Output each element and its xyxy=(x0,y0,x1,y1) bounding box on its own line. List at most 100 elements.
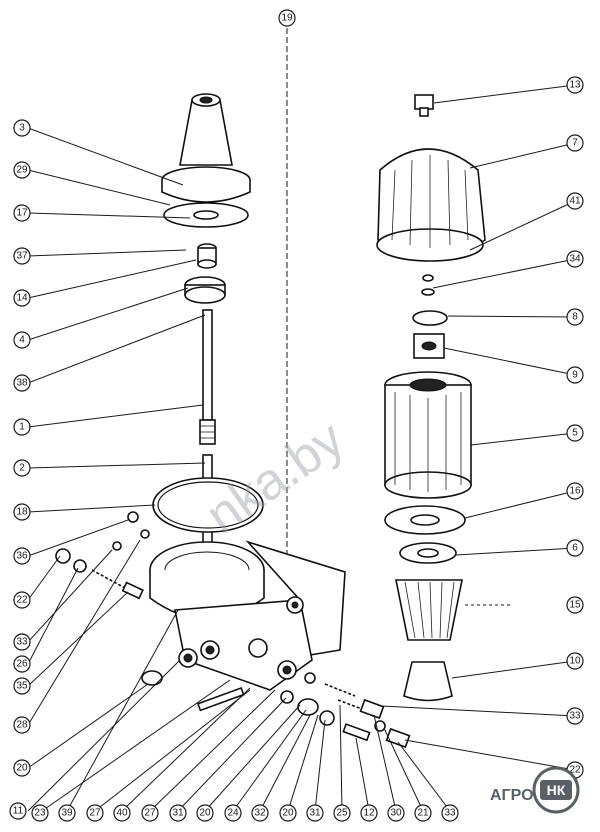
svg-text:15: 15 xyxy=(569,600,581,611)
leader-lines xyxy=(27,84,576,812)
callout-right-8: 6 xyxy=(566,539,584,557)
svg-text:35: 35 xyxy=(16,681,28,692)
callout-bottom-8: 32 xyxy=(251,804,269,822)
callout-left-7: 1 xyxy=(13,418,31,436)
svg-text:11: 11 xyxy=(13,806,24,817)
callout-left-17: 11 xyxy=(9,802,27,820)
svg-text:4: 4 xyxy=(19,335,25,346)
svg-text:29: 29 xyxy=(16,165,28,176)
brand-logo: АГРО НК xyxy=(490,766,580,814)
callout-left-16: 20 xyxy=(13,759,31,777)
svg-text:8: 8 xyxy=(572,312,578,323)
callout-right-5: 9 xyxy=(566,366,584,384)
watermark-text: nka.by xyxy=(196,410,355,545)
svg-text:22: 22 xyxy=(16,595,28,606)
callout-left-14: 35 xyxy=(13,677,31,695)
callout-left-11: 22 xyxy=(13,591,31,609)
svg-text:33: 33 xyxy=(569,711,581,722)
callout-top: 19 xyxy=(278,9,296,27)
part-small-nut-washer xyxy=(184,243,226,304)
callout-right-9: 15 xyxy=(566,596,584,614)
callout-bottom-4: 27 xyxy=(141,804,159,822)
callout-right-4: 8 xyxy=(566,308,584,326)
callout-bottom-0: 23 xyxy=(31,804,49,822)
svg-text:32: 32 xyxy=(254,808,266,819)
svg-text:1: 1 xyxy=(19,422,25,433)
callout-bottom-7: 24 xyxy=(224,804,242,822)
callout-left-1: 29 xyxy=(13,161,31,179)
callout-left-4: 14 xyxy=(13,289,31,307)
callout-bottom-10: 31 xyxy=(306,804,324,822)
callout-bottom-15: 33 xyxy=(441,804,459,822)
svg-text:33: 33 xyxy=(444,808,456,819)
callout-right-1: 7 xyxy=(566,134,584,152)
callout-bottom-1: 39 xyxy=(58,804,76,822)
callout-bottom-5: 31 xyxy=(169,804,187,822)
callout-right-10: 10 xyxy=(566,652,584,670)
svg-text:27: 27 xyxy=(89,808,101,819)
svg-text:41: 41 xyxy=(569,196,581,207)
svg-text:33: 33 xyxy=(16,637,28,648)
svg-text:31: 31 xyxy=(172,808,184,819)
svg-text:2: 2 xyxy=(19,463,25,474)
callout-bottom-11: 25 xyxy=(333,804,351,822)
part-filter-element xyxy=(384,371,472,499)
part-filter-housing-base xyxy=(149,540,346,691)
callout-bottom-2: 27 xyxy=(86,804,104,822)
svg-text:3: 3 xyxy=(19,123,25,134)
callout-left-15: 28 xyxy=(13,716,31,734)
callout-left-6: 38 xyxy=(13,374,31,392)
callout-right-6: 5 xyxy=(566,424,584,442)
svg-text:37: 37 xyxy=(16,251,28,262)
logo-badge-box xyxy=(540,780,572,800)
svg-text:7: 7 xyxy=(572,138,578,149)
callout-left-5: 4 xyxy=(13,331,31,349)
svg-text:19: 19 xyxy=(281,13,293,24)
callout-left-12: 33 xyxy=(13,633,31,651)
svg-text:40: 40 xyxy=(116,808,128,819)
svg-text:38: 38 xyxy=(16,378,28,389)
svg-text:20: 20 xyxy=(199,808,211,819)
callout-left-2: 17 xyxy=(13,204,31,222)
callout-left-9: 18 xyxy=(13,503,31,521)
callout-bottom-3: 40 xyxy=(113,804,131,822)
svg-text:16: 16 xyxy=(569,486,581,497)
callout-left-13: 26 xyxy=(13,655,31,673)
svg-text:31: 31 xyxy=(309,808,321,819)
callout-bottom-9: 20 xyxy=(279,804,297,822)
part-top-cap-nut xyxy=(414,94,434,117)
svg-text:39: 39 xyxy=(61,808,73,819)
callout-right-2: 41 xyxy=(566,192,584,210)
callout-bottom-6: 20 xyxy=(196,804,214,822)
svg-text:5: 5 xyxy=(572,428,578,439)
callout-left-0: 3 xyxy=(13,119,31,137)
callout-left-8: 2 xyxy=(13,459,31,477)
svg-text:9: 9 xyxy=(572,370,578,381)
callout-right-11: 33 xyxy=(566,707,584,725)
part-filter-bowl xyxy=(376,148,486,262)
svg-text:24: 24 xyxy=(227,808,239,819)
svg-text:34: 34 xyxy=(569,254,581,265)
svg-text:13: 13 xyxy=(569,80,581,91)
svg-text:6: 6 xyxy=(572,543,578,554)
part-small-fittings-left xyxy=(55,511,245,712)
part-small-seal-ring xyxy=(412,274,448,359)
svg-text:20: 20 xyxy=(16,763,28,774)
svg-text:18: 18 xyxy=(16,507,28,518)
part-small-fittings-bottom xyxy=(280,672,411,749)
svg-text:20: 20 xyxy=(282,808,294,819)
svg-text:10: 10 xyxy=(569,656,581,667)
svg-text:28: 28 xyxy=(16,720,28,731)
callout-right-0: 13 xyxy=(566,76,584,94)
callout-left-3: 37 xyxy=(13,247,31,265)
svg-text:27: 27 xyxy=(144,808,156,819)
logo-text: АГРО xyxy=(490,787,534,804)
part-filter-cone-mesh xyxy=(395,579,463,702)
svg-text:21: 21 xyxy=(417,808,429,819)
part-filter-washer xyxy=(384,505,466,564)
svg-text:26: 26 xyxy=(16,659,28,670)
svg-text:25: 25 xyxy=(336,808,348,819)
callout-right-7: 16 xyxy=(566,482,584,500)
svg-text:17: 17 xyxy=(16,208,28,219)
